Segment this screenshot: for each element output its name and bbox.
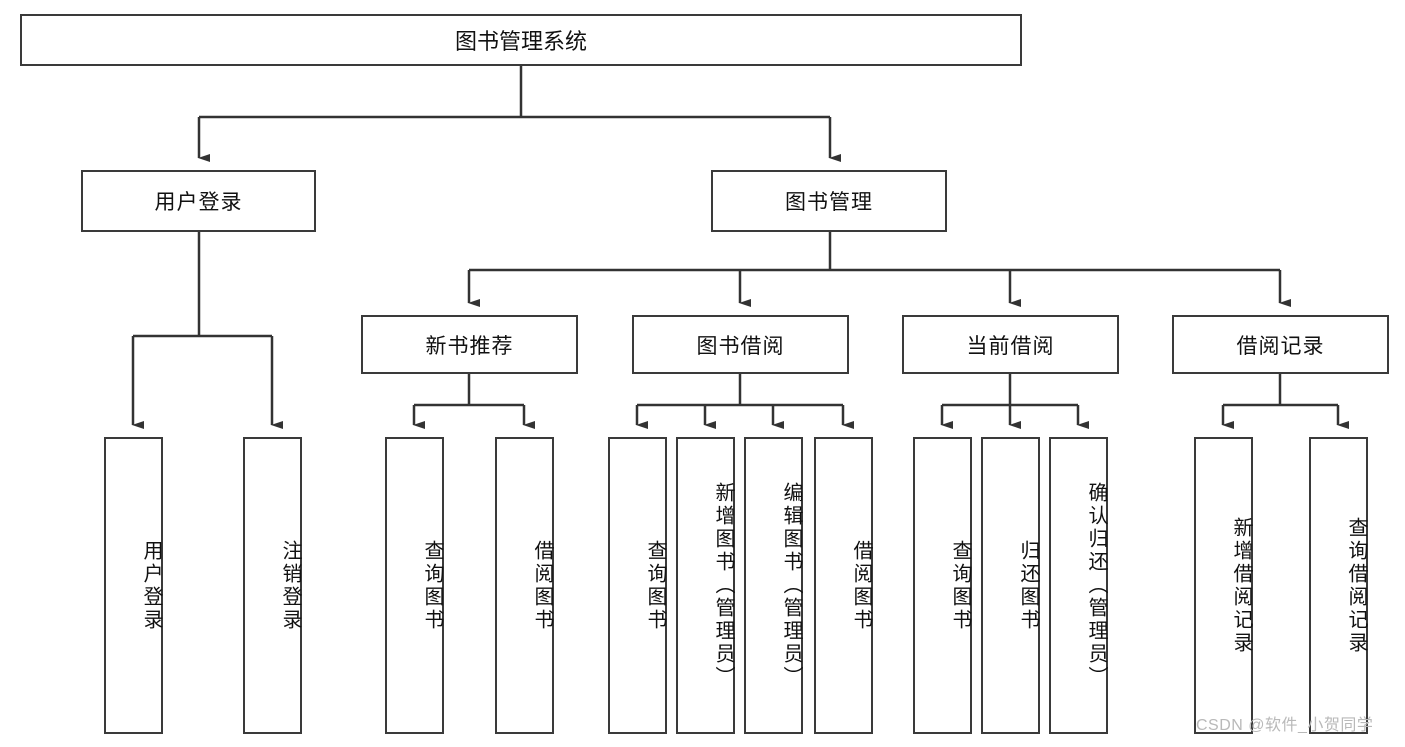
leaf-query-book-2-label: 查询图书 <box>644 539 666 632</box>
leaf-borrow-book-2[interactable]: 借阅图书 <box>814 437 873 734</box>
leaf-query-book-3[interactable]: 查询图书 <box>913 437 972 734</box>
leaf-user-login[interactable]: 用户登录 <box>104 437 163 734</box>
leaf-return-book-label: 归还图书 <box>1017 539 1039 632</box>
node-user-login-label: 用户登录 <box>154 191 243 214</box>
leaf-query-book-1-label: 查询图书 <box>421 539 443 632</box>
node-book-borrow-label: 图书借阅 <box>696 334 785 358</box>
leaf-add-book-label: 新增图书（管理员） <box>712 482 734 689</box>
node-borrow-record[interactable]: 借阅记录 <box>1172 315 1389 374</box>
node-new-book-rec-label: 新书推荐 <box>425 334 514 358</box>
node-current-borrow-label: 当前借阅 <box>966 334 1055 358</box>
node-root-label: 图书管理系统 <box>454 29 587 54</box>
node-root[interactable]: 图书管理系统 <box>20 14 1022 66</box>
node-borrow-record-label: 借阅记录 <box>1236 334 1325 358</box>
leaf-logout[interactable]: 注销登录 <box>243 437 302 734</box>
node-book-borrow[interactable]: 图书借阅 <box>632 315 849 374</box>
leaf-borrow-book-1-label: 借阅图书 <box>531 539 553 632</box>
leaf-confirm-return-label: 确认归还（管理员） <box>1085 482 1107 689</box>
leaf-edit-book[interactable]: 编辑图书（管理员） <box>744 437 803 734</box>
leaf-query-book-2[interactable]: 查询图书 <box>608 437 667 734</box>
node-new-book-rec[interactable]: 新书推荐 <box>361 315 578 374</box>
leaf-edit-book-label: 编辑图书（管理员） <box>780 482 802 689</box>
leaf-add-book[interactable]: 新增图书（管理员） <box>676 437 735 734</box>
leaf-return-book[interactable]: 归还图书 <box>981 437 1040 734</box>
leaf-add-record[interactable]: 新增借阅记录 <box>1194 437 1253 734</box>
node-book-admin[interactable]: 图书管理 <box>711 170 947 232</box>
node-current-borrow[interactable]: 当前借阅 <box>902 315 1119 374</box>
leaf-query-book-3-label: 查询图书 <box>949 539 971 632</box>
leaf-confirm-return[interactable]: 确认归还（管理员） <box>1049 437 1108 734</box>
leaf-query-book-1[interactable]: 查询图书 <box>385 437 444 734</box>
leaf-query-record-label: 查询借阅记录 <box>1345 516 1367 655</box>
watermark: CSDN @软件_小贺同学 <box>1196 717 1374 734</box>
leaf-add-record-label: 新增借阅记录 <box>1230 516 1252 655</box>
leaf-query-record[interactable]: 查询借阅记录 <box>1309 437 1368 734</box>
leaf-user-login-label: 用户登录 <box>140 539 162 632</box>
leaf-borrow-book-1[interactable]: 借阅图书 <box>495 437 554 734</box>
node-user-login[interactable]: 用户登录 <box>81 170 316 232</box>
node-book-admin-label: 图书管理 <box>785 191 873 214</box>
leaf-logout-label: 注销登录 <box>279 539 301 632</box>
leaf-borrow-book-2-label: 借阅图书 <box>850 539 872 632</box>
